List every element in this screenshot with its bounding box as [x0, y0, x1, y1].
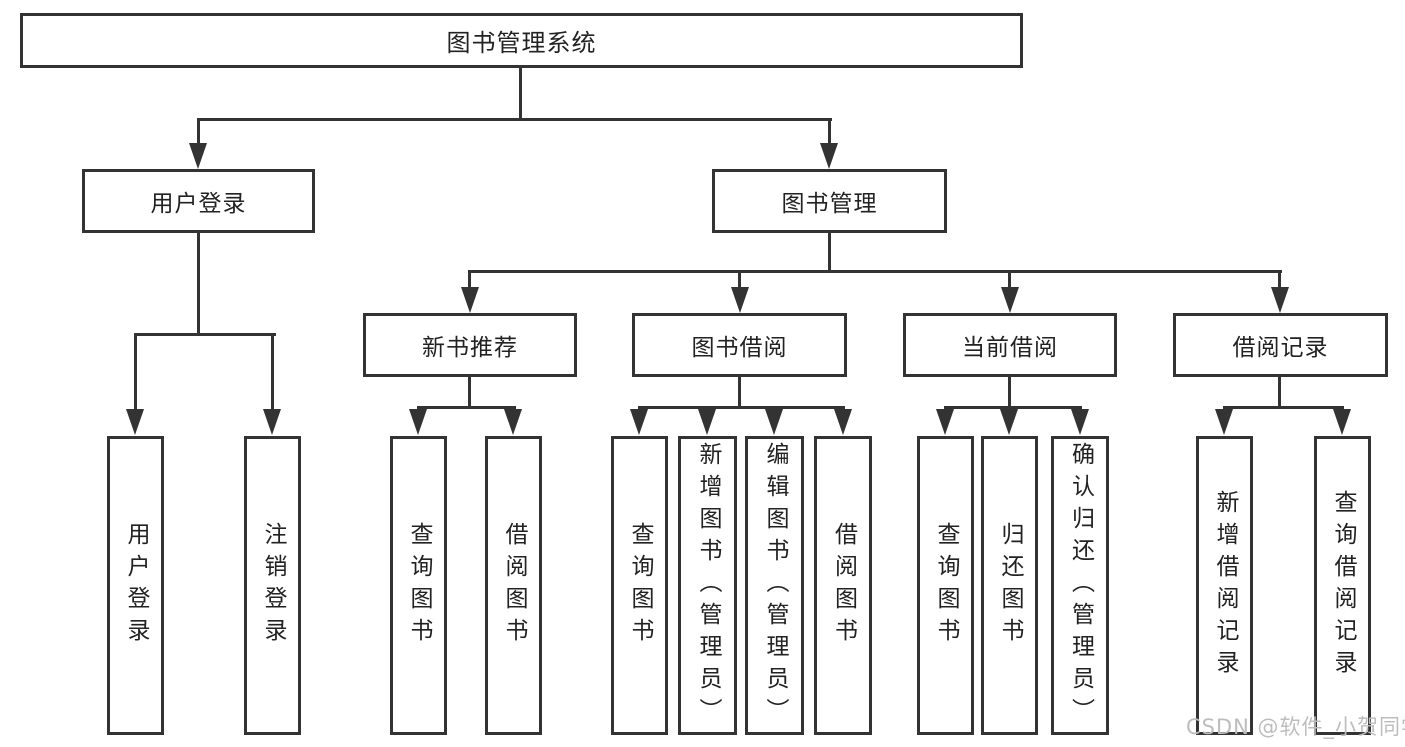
node-label: 归还图书 — [997, 521, 1023, 650]
connector-user-login-bar — [134, 333, 276, 336]
node-label: 注销登录 — [260, 521, 286, 650]
connector-book-management-stem — [828, 233, 831, 273]
node-borrow-books-recommend: 借阅图书 — [485, 436, 542, 735]
connector-root-stem — [519, 68, 522, 121]
connector-drop-new-book — [468, 270, 471, 290]
connector-book-borrow-bar — [638, 406, 845, 409]
node-add-books-admin: 新增图书（管理员） — [678, 436, 737, 735]
node-label: 编辑图书（管理员） — [762, 441, 788, 730]
node-label: 查询图书 — [933, 521, 959, 650]
arrowhead-down-icon — [504, 409, 522, 435]
connector-level2-bar — [469, 270, 1282, 273]
arrowhead-down-icon — [1071, 409, 1089, 435]
node-logout-login: 注销登录 — [244, 436, 301, 735]
connector-drop-book-borrow — [738, 270, 741, 290]
node-edit-books-admin: 编辑图书（管理员） — [745, 436, 804, 735]
node-return-books: 归还图书 — [981, 436, 1038, 735]
node-borrow-books-borrowing: 借阅图书 — [814, 436, 872, 735]
arrowhead-down-icon — [263, 409, 281, 435]
arrowhead-down-icon — [1271, 287, 1289, 313]
arrowhead-down-icon — [765, 409, 783, 435]
connector-drop-book-management — [828, 118, 831, 144]
csdn-watermark: CSDN @软件_小贺同学 — [1186, 715, 1405, 739]
arrowhead-down-icon — [409, 409, 427, 435]
connector-drop-login-leaf — [134, 333, 137, 409]
node-add-borrow-record: 新增借阅记录 — [1196, 436, 1253, 735]
arrowhead-down-icon — [698, 409, 716, 435]
node-user-login: 用户登录 — [82, 169, 315, 233]
node-label: 新增借阅记录 — [1212, 489, 1238, 682]
connector-drop-current-borrow — [1008, 270, 1011, 290]
connector-drop-borrow-records — [1278, 270, 1281, 290]
connector-drop-logout-leaf — [271, 333, 274, 409]
node-label: 确认归还（管理员） — [1067, 441, 1094, 730]
connector-new-book-bar — [417, 406, 516, 409]
connector-current-borrow-bar — [944, 406, 1082, 409]
node-library-system: 图书管理系统 — [20, 13, 1023, 68]
arrowhead-down-icon — [1215, 409, 1233, 435]
arrowhead-down-icon — [834, 409, 852, 435]
node-query-books-recommend: 查询图书 — [390, 436, 447, 735]
node-new-book-recommend: 新书推荐 — [363, 313, 577, 377]
node-query-books-borrowing: 查询图书 — [611, 436, 668, 735]
arrowhead-down-icon — [1000, 409, 1018, 435]
arrowhead-down-icon — [820, 143, 838, 169]
connector-drop-user-login — [197, 118, 200, 144]
arrowhead-down-icon — [1333, 409, 1351, 435]
node-label: 查询图书 — [627, 521, 653, 650]
node-label: 查询图书 — [406, 521, 432, 650]
node-user-login-leaf: 用户登录 — [107, 436, 164, 735]
node-book-borrowing: 图书借阅 — [632, 313, 847, 377]
node-query-books-current: 查询图书 — [917, 436, 974, 735]
connector-book-borrow-stem — [738, 377, 741, 408]
arrowhead-down-icon — [461, 287, 479, 313]
arrowhead-down-icon — [936, 409, 954, 435]
connector-borrow-records-stem — [1278, 377, 1281, 408]
arrowhead-down-icon — [1001, 287, 1019, 313]
node-current-borrowing: 当前借阅 — [903, 313, 1117, 377]
node-label: 借阅图书 — [830, 521, 857, 650]
node-book-management: 图书管理 — [712, 169, 947, 233]
node-label: 用户登录 — [123, 521, 149, 650]
connector-new-book-stem — [468, 377, 471, 408]
connector-borrow-records-bar — [1223, 406, 1344, 409]
connector-current-borrow-stem — [1008, 377, 1011, 408]
connector-user-login-stem — [197, 233, 200, 335]
arrowhead-down-icon — [126, 409, 144, 435]
arrowhead-down-icon — [630, 409, 648, 435]
arrowhead-down-icon — [731, 287, 749, 313]
arrowhead-down-icon — [189, 143, 207, 169]
node-label: 借阅图书 — [501, 521, 527, 650]
connector-level1-bar — [197, 118, 832, 121]
node-borrowing-records: 借阅记录 — [1173, 313, 1388, 377]
node-confirm-return-admin: 确认归还（管理员） — [1051, 436, 1109, 735]
node-query-borrow-record: 查询借阅记录 — [1314, 436, 1371, 735]
node-label: 新增图书（管理员） — [695, 441, 721, 730]
node-label: 查询借阅记录 — [1330, 489, 1356, 682]
